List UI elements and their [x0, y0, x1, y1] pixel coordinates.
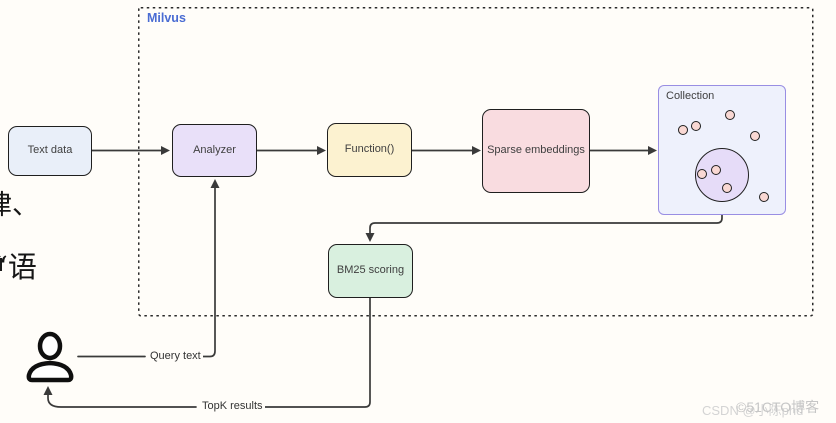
query-text-label: Query text	[148, 350, 203, 362]
embedding-dot	[711, 165, 721, 175]
clipped-page-text-2: “语	[0, 250, 37, 284]
arrowhead-function	[317, 146, 326, 155]
edge-topk-user	[47, 394, 197, 408]
node-function: Function()	[327, 123, 412, 177]
node-analyzer-label: Analyzer	[193, 143, 236, 156]
arrowhead-collection	[648, 146, 657, 155]
arrowhead-user	[43, 386, 53, 395]
clipped-page-text-stroke	[0, 258, 2, 271]
node-function-label: Function()	[344, 143, 395, 156]
embedding-dot	[697, 169, 707, 179]
node-text-data-label: Text data	[27, 144, 73, 157]
arrowhead-bm25	[365, 233, 375, 242]
clipped-page-text-1: 律、	[0, 190, 39, 221]
edge-bm25-topk	[258, 297, 371, 408]
embedding-dot	[722, 183, 732, 193]
node-sparse-embeddings-label: Sparse embeddings	[487, 144, 585, 157]
arrowhead-query-analyzer	[210, 179, 220, 188]
node-analyzer: Analyzer	[172, 124, 257, 177]
embedding-dot	[691, 121, 701, 131]
topk-results-label: TopK results	[200, 400, 265, 412]
arrowhead-sparse	[472, 146, 481, 155]
node-text-data: Text data	[8, 126, 92, 176]
milvus-region-label: Milvus	[147, 11, 186, 25]
node-bm25-scoring-label: BM25 scoring	[336, 264, 405, 277]
embedding-dot	[725, 110, 735, 120]
user-person-icon	[26, 331, 74, 383]
node-sparse-embeddings: Sparse embeddings	[482, 109, 590, 193]
embedding-dot	[678, 125, 688, 135]
edge-query-analyzer	[196, 187, 216, 358]
node-collection-label: Collection	[666, 90, 715, 102]
arrowhead-analyzer	[161, 146, 170, 155]
watermark-csdn: CSDN @小陈phd	[702, 403, 804, 418]
embedding-dot	[750, 131, 760, 141]
node-bm25-scoring: BM25 scoring	[328, 244, 413, 298]
embedding-dot	[759, 192, 769, 202]
watermark-51cto: ©51CTO博客	[736, 399, 820, 415]
